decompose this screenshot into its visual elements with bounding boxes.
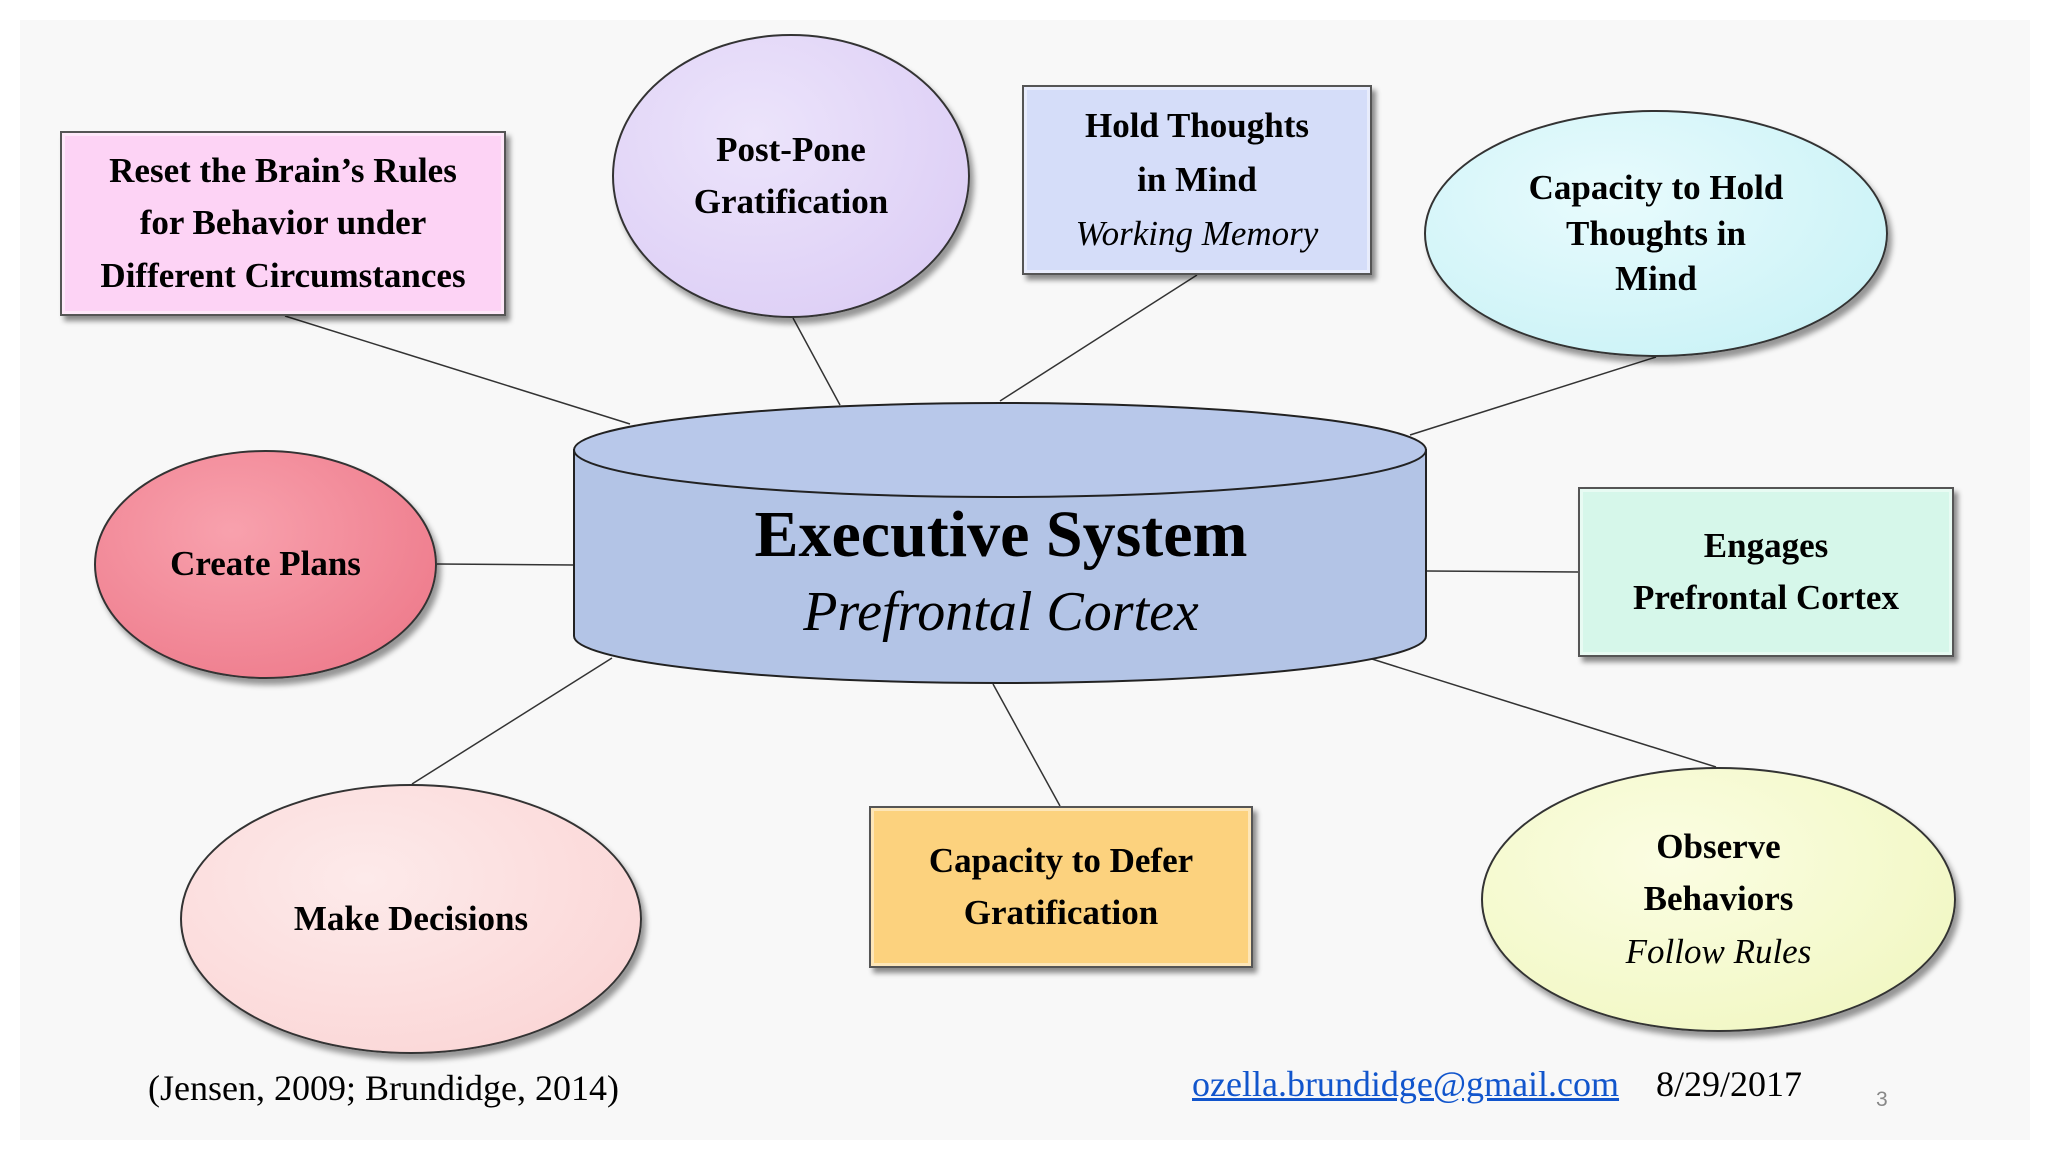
node-observe-line-2: Behaviors	[1643, 879, 1794, 919]
cylinder-top	[573, 402, 1427, 498]
node-hold-thoughts-italic: Working Memory	[1075, 214, 1319, 254]
node-capacity-hold-line-3: Mind	[1615, 259, 1697, 299]
connector-reset-rules	[284, 315, 631, 425]
node-engages-line-1: Engages	[1703, 525, 1829, 565]
connector-postpone	[792, 317, 841, 406]
node-hold-thoughts: Hold Thoughts in Mind Working Memory	[1022, 85, 1372, 275]
node-hold-thoughts-line-1: Hold Thoughts	[1084, 105, 1310, 145]
connector-hold-thoughts	[999, 274, 1198, 402]
node-observe-italic: Follow Rules	[1625, 931, 1812, 971]
node-capacity-defer-line-2: Gratification	[963, 893, 1159, 932]
node-capacity-hold-line-2: Thoughts in	[1566, 213, 1746, 253]
node-create-plans-line-1: Create Plans	[170, 544, 361, 584]
connector-capacity-defer	[992, 683, 1061, 807]
connector-capacity-hold	[1409, 356, 1657, 436]
node-observe: Observe Behaviors Follow Rules	[1481, 767, 1956, 1032]
node-make-decisions-line-1: Make Decisions	[293, 898, 529, 938]
node-make-decisions: Make Decisions	[180, 784, 642, 1054]
footer-citation: (Jensen, 2009; Brundidge, 2014)	[148, 1068, 619, 1108]
node-capacity-hold: Capacity to Hold Thoughts in Mind	[1424, 110, 1888, 357]
node-reset-rules-line-2: for Behavior under	[139, 203, 427, 243]
page-number: 3	[1876, 1088, 1888, 1111]
connector-engages	[1426, 570, 1579, 573]
node-observe-line-1: Observe	[1656, 826, 1781, 866]
center-title: Executive System	[754, 498, 1248, 571]
node-reset-rules-line-1: Reset the Brain’s Rules	[109, 150, 457, 190]
footer-email-link[interactable]: ozella.brundidge@gmail.com	[1192, 1064, 1620, 1104]
cylinder-body	[573, 449, 1427, 684]
node-create-plans: Create Plans	[94, 450, 437, 679]
connector-observe	[1371, 658, 1717, 768]
node-capacity-hold-line-1: Capacity to Hold	[1528, 168, 1784, 208]
center-subtitle: Prefrontal Cortex	[803, 581, 1199, 643]
node-hold-thoughts-line-2: in Mind	[1137, 159, 1257, 199]
node-postpone-line-1: Post-Pone	[716, 129, 866, 169]
node-postpone: Post-Pone Gratification	[612, 34, 970, 318]
footer-date: 8/29/2017	[1656, 1064, 1803, 1104]
connector-make-decisions	[411, 657, 613, 785]
node-capacity-defer: Capacity to Defer Gratification	[869, 806, 1253, 968]
node-postpone-line-2: Gratification	[693, 182, 889, 221]
node-capacity-defer-line-1: Capacity to Defer	[928, 840, 1194, 880]
node-engages: Engages Prefrontal Cortex	[1578, 487, 1954, 657]
cylinder	[573, 402, 1427, 684]
node-reset-rules-line-3: Different Circumstances	[100, 255, 466, 295]
connector-create-plans	[436, 563, 575, 566]
node-engages-line-2: Prefrontal Cortex	[1633, 578, 1899, 617]
node-reset-rules: Reset the Brain’s Rules for Behavior und…	[60, 131, 506, 316]
